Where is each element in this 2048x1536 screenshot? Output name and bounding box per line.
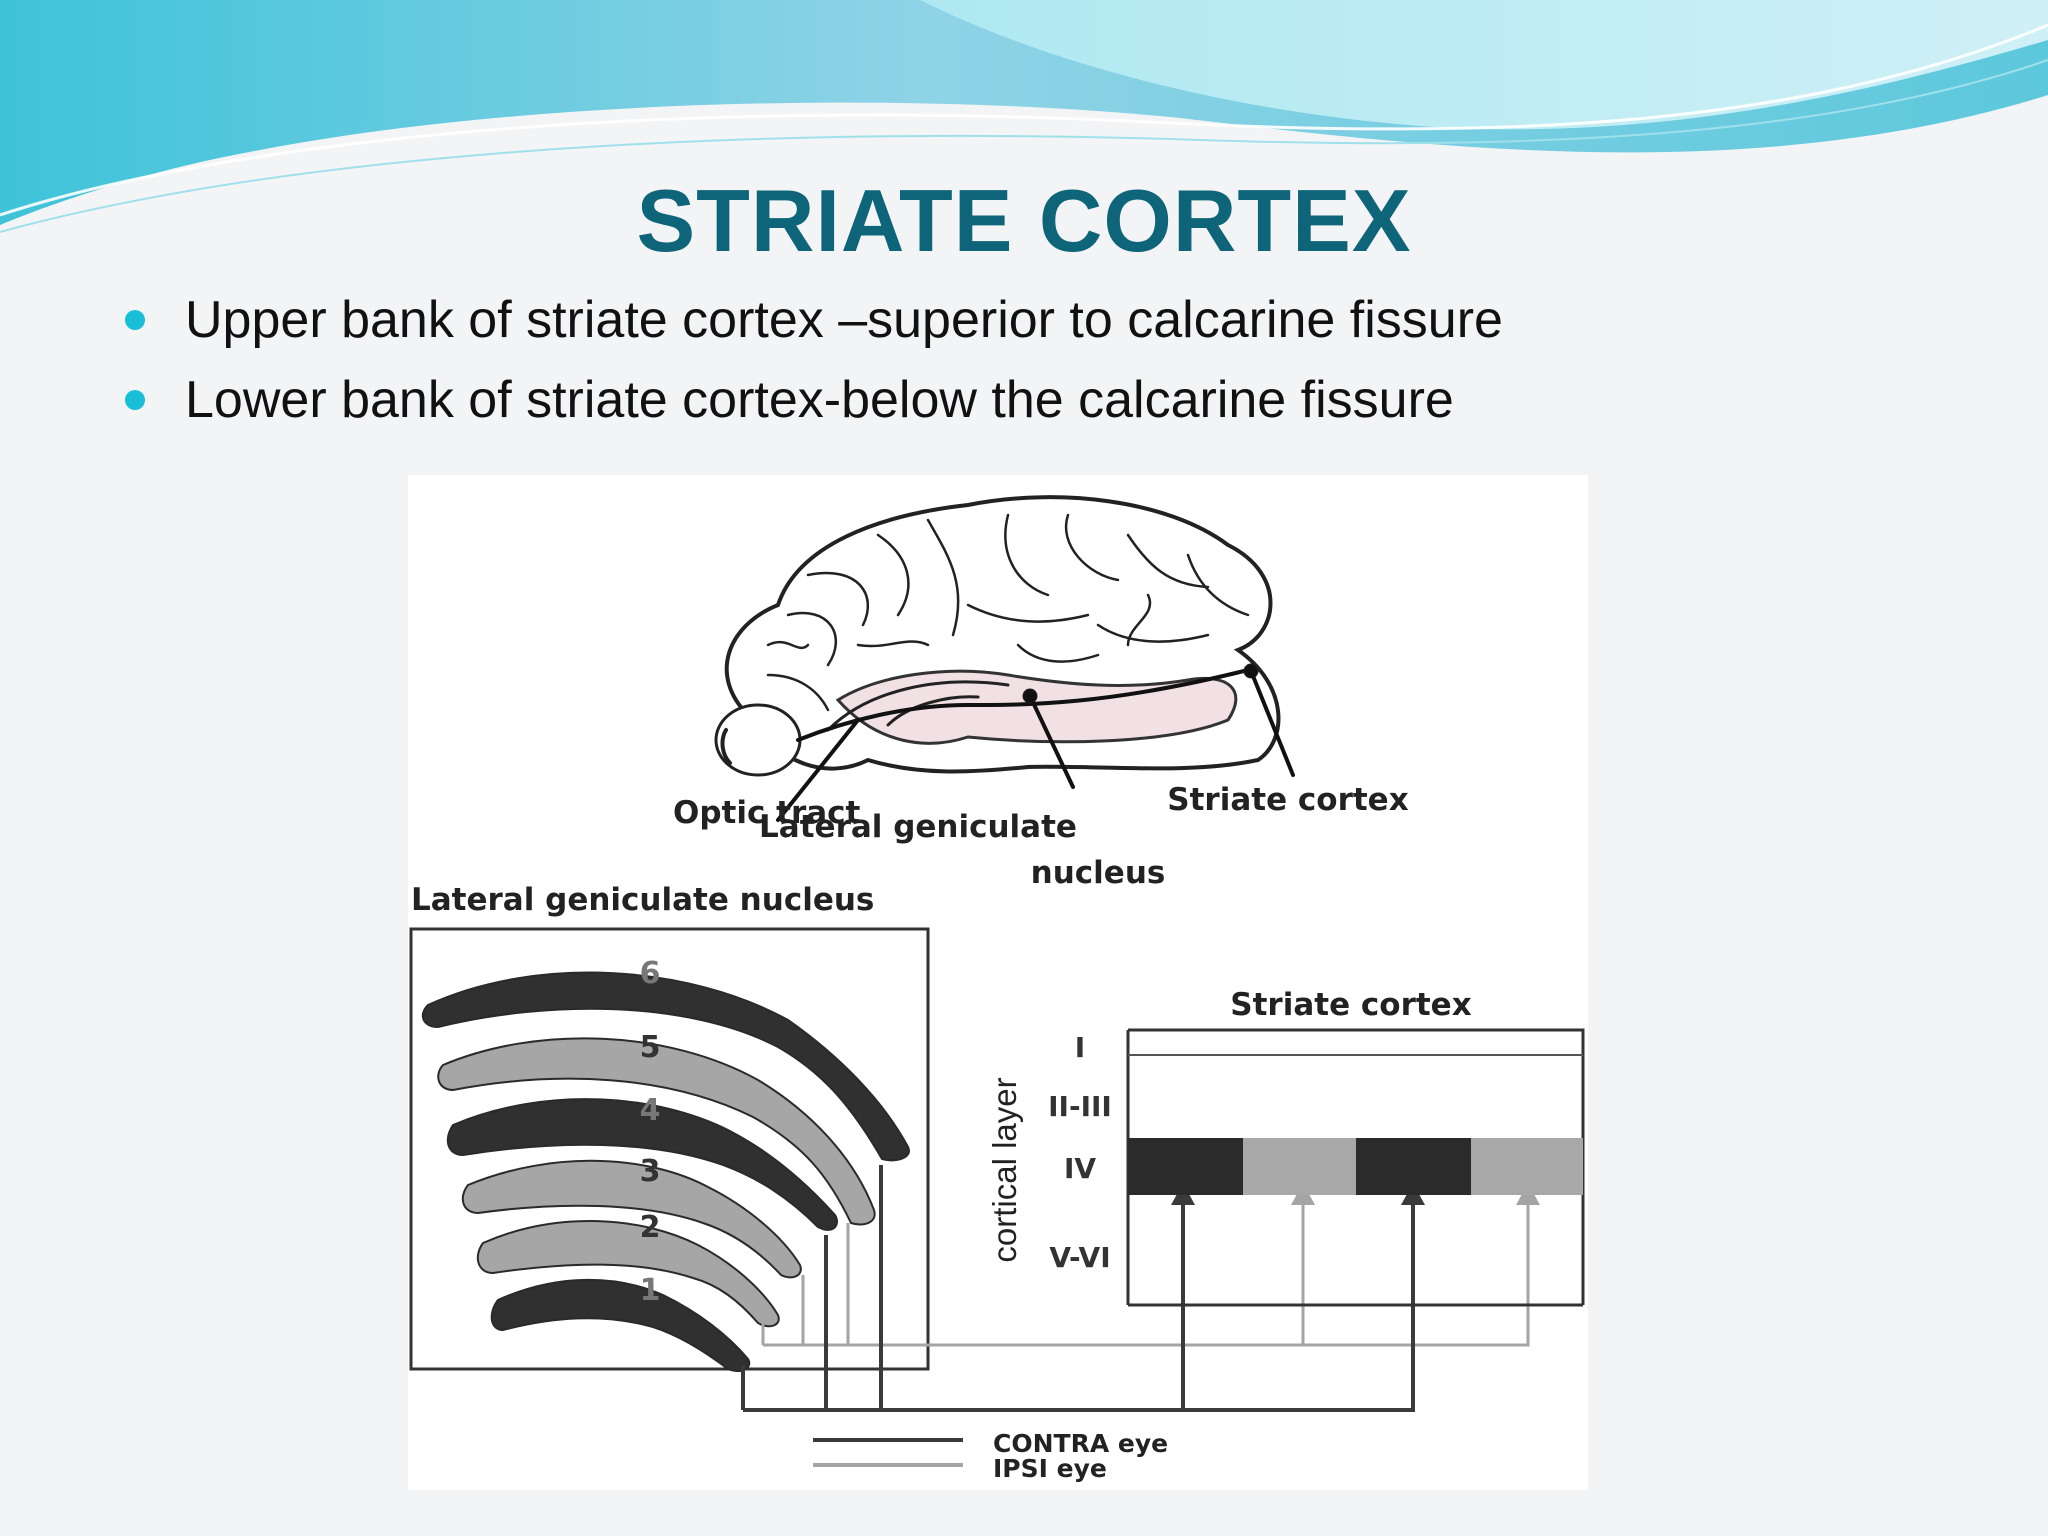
legend-ipsi-label: IPSI eye [993,1454,1107,1483]
lgn-layer-number-2: 2 [640,1210,661,1245]
lgn-brain-label-line2: nucleus [1031,855,1166,891]
legend-contra-label: CONTRA eye [993,1429,1168,1458]
bullet-text: Lower bank of striate cortex-below the c… [185,371,1454,429]
visual-pathway-figure: Optic tract Lateral geniculate nucleus S… [408,475,1588,1490]
lgn-layer-2 [476,1220,780,1328]
lgn-layer-3 [461,1159,802,1279]
layer-iv-contra-band-1 [1128,1138,1243,1195]
striate-cortex-brain-label: Striate cortex [1167,782,1408,818]
cortical-layer-labels: I II-III IV V-VI [1048,1031,1112,1274]
brain-illustration [714,495,1295,822]
layer-iv-ipsi-band-1 [1243,1138,1356,1195]
lgn-brain-label-line1: Lateral geniculate [759,809,1077,845]
cortex-layers-box [1126,1028,1585,1307]
layer-label-i: I [1075,1031,1085,1064]
legend: CONTRA eye IPSI eye [813,1429,1168,1483]
lgn-layer-numbers: 6 5 4 3 2 1 [640,956,661,1308]
lgn-layer-1 [490,1278,751,1373]
lgn-layer-5 [437,1037,876,1226]
bullet-text: Upper bank of striate cortex –superior t… [185,291,1503,349]
bullet-dot-icon [125,390,145,410]
layer-label-v-vi: V-VI [1049,1241,1110,1274]
layer-iv-contra-band-2 [1356,1138,1471,1195]
lgn-layer-number-5: 5 [640,1030,661,1065]
lgn-layer-6 [421,971,910,1162]
layer-iv-ipsi-band-2 [1471,1138,1583,1195]
ipsi-projection-lines [761,1200,1530,1347]
lgn-box-title: Lateral geniculate nucleus [411,882,874,918]
slide-title: STRIATE CORTEX [636,171,1412,270]
bullet-dot-icon [125,310,145,330]
cortical-layer-axis-label: cortical layer [986,1077,1023,1262]
layer-label-ii-iii: II-III [1048,1090,1112,1123]
striate-box-title: Striate cortex [1230,987,1471,1023]
optic-tract-label: Optic tract [673,795,861,831]
lgn-layer-number-4: 4 [640,1093,661,1128]
lgn-layer-number-6: 6 [640,956,661,991]
lgn-layer-number-1: 1 [640,1273,661,1308]
layer-label-iv: IV [1064,1152,1096,1185]
lgn-layers [421,971,910,1373]
lgn-layer-number-3: 3 [640,1154,661,1189]
lgn-layer-4 [446,1098,838,1231]
